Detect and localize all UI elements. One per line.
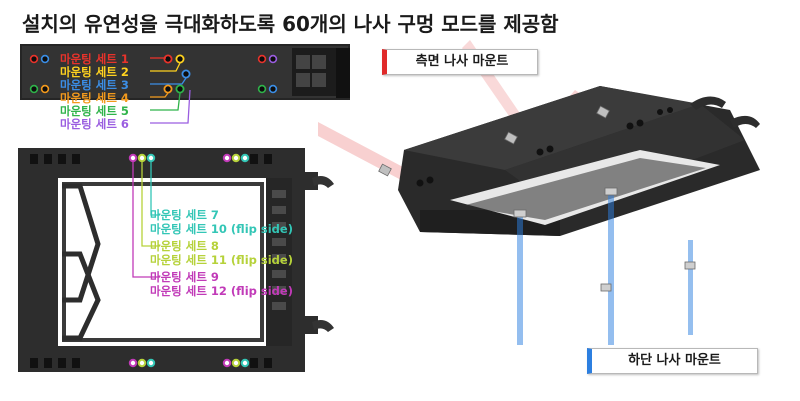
mounting-set-9-label: 마운팅 세트 9 [150,270,219,284]
side-screw-mount-callout: 측면 나사 마운트 [382,49,538,75]
mounting-set-7-label: 마운팅 세트 7 [150,208,219,222]
front-frame-view [18,148,334,372]
page-title: 설치의 유연성을 극대화하도록 60개의 나사 구멍 모드를 제공함 [22,12,559,36]
mounting-set-10-label: 마운팅 세트 10 (flip side) [150,222,293,236]
mounting-set-3-label: 마운팅 세트 3 [60,78,129,92]
mounting-set-11-label: 마운팅 세트 11 (flip side) [150,253,293,267]
bottom-screw-mount-callout: 하단 나사 마운트 [587,348,758,374]
mounting-set-5-label: 마운팅 세트 5 [60,104,129,118]
mounting-set-1-label: 마운팅 세트 1 [60,52,129,66]
top-bracket-view [20,44,350,124]
mounting-set-4-label: 마운팅 세트 4 [60,91,129,105]
mounting-set-6-label: 마운팅 세트 6 [60,117,129,131]
mounting-set-2-label: 마운팅 세트 2 [60,65,129,79]
perspective-bracket-view [318,40,760,345]
mounting-set-12-label: 마운팅 세트 12 (flip side) [150,284,293,298]
mounting-set-8-label: 마운팅 세트 8 [150,239,219,253]
